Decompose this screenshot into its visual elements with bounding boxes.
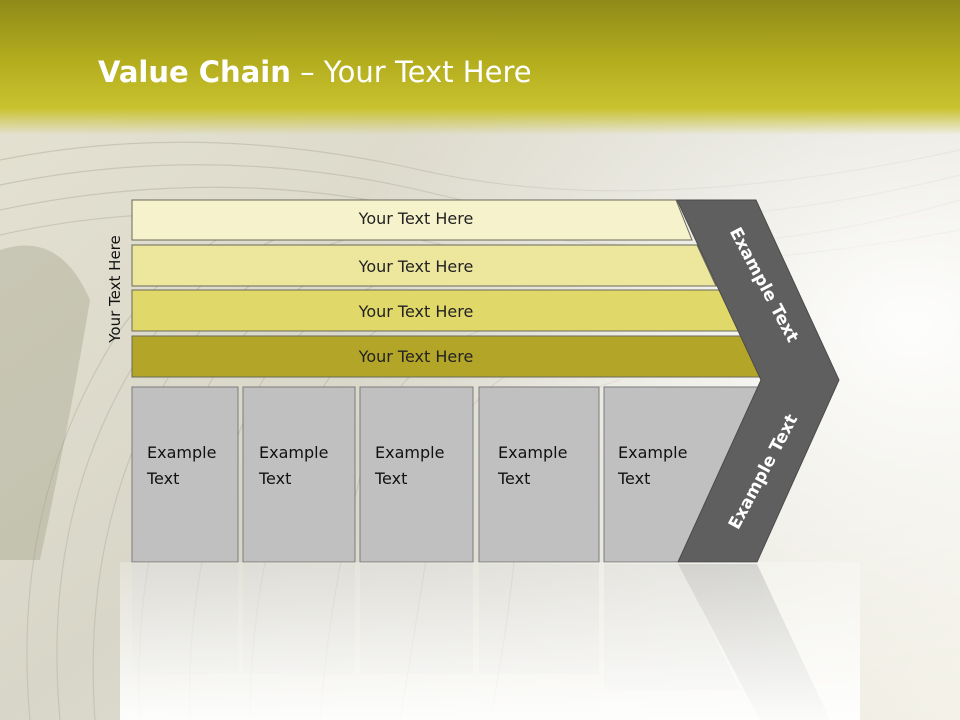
box-label-1: Example Text — [147, 443, 217, 488]
side-axis-label: Your Text Here — [106, 235, 124, 343]
box-label-3: Example Text — [375, 443, 445, 488]
stage-box-2 — [242, 386, 356, 563]
row-label-2: Your Text Here — [358, 257, 474, 276]
box-label-2: Example Text — [259, 443, 329, 488]
title-rest: – Your Text Here — [290, 55, 532, 89]
row-bar-1 — [131, 199, 693, 241]
stage-box-1 — [131, 386, 239, 563]
header-band — [0, 0, 960, 135]
page-title: Value Chain – Your Text Here — [98, 55, 532, 89]
row-label-1: Your Text Here — [358, 209, 474, 228]
stage-box-4 — [478, 386, 600, 563]
title-bold: Value Chain — [98, 55, 291, 89]
row-label-4: Your Text Here — [358, 347, 474, 366]
row-bar-2 — [131, 244, 717, 287]
row-label-3: Your Text Here — [358, 302, 474, 321]
box-label-5: Example Text — [618, 443, 688, 488]
box-label-4: Example Text — [498, 443, 568, 488]
stage-box-3 — [359, 386, 474, 563]
